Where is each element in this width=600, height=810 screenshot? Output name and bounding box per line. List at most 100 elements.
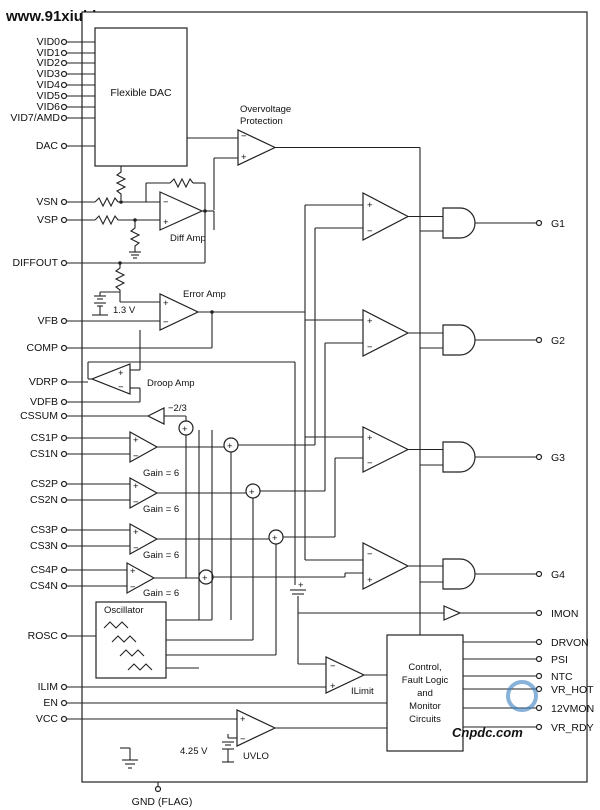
pin-label: DRVON: [551, 637, 589, 649]
vid-pin-label: VID0: [37, 36, 61, 48]
svg-text:+: +: [118, 368, 124, 379]
uvlo-label: UVLO: [243, 751, 269, 762]
pin-label: VDFB: [30, 396, 58, 408]
svg-text:−: −: [133, 497, 139, 508]
pin-label: CS2P: [31, 478, 58, 490]
gain-label: Gain = 6: [143, 504, 179, 515]
pin-g1: G1: [551, 218, 565, 230]
pin-vsn: VSN: [36, 196, 160, 208]
vid-pin-3: VID3: [37, 68, 95, 80]
vid-pin-1: VID1: [37, 47, 95, 59]
svg-text:+: +: [249, 487, 255, 498]
control-fault-logic-block: Control, Fault Logic and Monitor Circuit…: [386, 634, 464, 752]
error-amp-label: Error Amp: [183, 289, 226, 300]
svg-text:+: +: [133, 435, 139, 446]
dac-label: Flexible DAC: [110, 87, 172, 99]
ref-425v-label: 4.25 V: [180, 746, 208, 757]
svg-text:+: +: [330, 681, 336, 692]
vid-pin-4: VID4: [37, 79, 95, 91]
svg-text:+: +: [367, 200, 373, 211]
uvlo-comparator: + − UVLO 4.25 V: [180, 709, 387, 763]
ground-symbol: [120, 747, 138, 769]
ovp-label-2: Protection: [240, 116, 283, 127]
vid-pin-label: VID1: [37, 47, 61, 59]
control-line-2: Fault Logic: [402, 675, 449, 686]
svg-text:−: −: [367, 342, 373, 353]
pin-vfb: VFB: [38, 315, 160, 327]
pin-label: CS4P: [31, 564, 58, 576]
vid-pin-5: VID5: [37, 90, 95, 102]
gain-neg-label: −2/3: [168, 403, 187, 414]
pin-label: CSSUM: [20, 410, 58, 422]
pin-label: VDRP: [29, 376, 58, 388]
svg-text:−: −: [367, 458, 373, 469]
pin-label: CS4N: [30, 580, 58, 592]
pin-vsp: VSP: [37, 214, 160, 259]
and-gate-4: G4: [420, 558, 565, 590]
pin-label: VR_HOT: [551, 684, 594, 696]
svg-text:+: +: [133, 481, 139, 492]
pin-label: ILIM: [38, 681, 58, 693]
pin-label: VCC: [36, 713, 59, 725]
pin-diffout: DIFFOUT: [13, 211, 206, 303]
svg-text:+: +: [130, 566, 136, 577]
ilimit-label: ILimit: [351, 686, 374, 697]
svg-text:+: +: [240, 714, 246, 725]
pin-vr-hot: VR_HOT: [463, 684, 594, 696]
pin-label: CS3N: [30, 540, 58, 552]
pin-label: VSP: [37, 214, 58, 226]
vid-pin-label: VID3: [37, 68, 61, 80]
vid-pin-label: VID6: [37, 101, 61, 113]
overvoltage-protection: Overvoltage Protection − +: [187, 104, 420, 210]
svg-text:−: −: [163, 197, 169, 208]
svg-text:−: −: [367, 549, 373, 560]
pin-vcc: VCC: [36, 713, 237, 725]
pwm-comparator-2: + −: [305, 309, 443, 357]
pwm-comparator-1: + −: [305, 192, 443, 241]
diff-amp-label: Diff Amp: [170, 233, 206, 244]
svg-text:−: −: [118, 382, 124, 393]
pin-label: VFB: [38, 315, 58, 327]
cs-channel-4: CS4P CS4N + − Gain = 6 +: [30, 561, 363, 599]
vid-pin-6: VID6: [37, 101, 95, 113]
flexible-dac-block: Flexible DAC: [94, 27, 188, 167]
svg-text:+: +: [227, 441, 233, 452]
pin-drvon: DRVON: [463, 637, 589, 649]
pin-label: GND (FLAG): [132, 796, 193, 808]
pin-g3: G3: [551, 452, 565, 464]
and-gate-3: G3: [420, 441, 565, 473]
oscillator-block: Oscillator: [95, 601, 276, 679]
pin-gnd-flag: GND (FLAG): [132, 782, 193, 808]
svg-text:+: +: [298, 580, 304, 591]
pin-vr-rdy: VR_RDY: [463, 722, 594, 734]
pin-vdrp: VDRP: [29, 376, 88, 388]
svg-text:+: +: [182, 424, 188, 435]
svg-text:+: +: [367, 316, 373, 327]
gain-label: Gain = 6: [143, 468, 179, 479]
pin-label: CS1P: [31, 432, 58, 444]
ref-1v3-label: 1.3 V: [113, 305, 136, 316]
vid-pin-label: VID5: [37, 90, 61, 102]
ovp-label-1: Overvoltage: [240, 104, 291, 115]
vid-pin-label: VID2: [37, 57, 61, 69]
pin-label: VR_RDY: [551, 722, 594, 734]
pin-label: NTC: [551, 671, 573, 683]
cs-channel-3: CS3P CS3N + − Gain = 6 +: [30, 457, 363, 561]
pin-rosc: ROSC: [28, 630, 96, 642]
control-line-4: Monitor: [409, 701, 441, 712]
pwm-comparator-4: − +: [305, 542, 443, 590]
logo-text: Cnpdc.com: [452, 725, 523, 740]
pin-label: VSN: [36, 196, 58, 208]
pin-label: 12VMON: [551, 703, 594, 715]
pin-label: PSI: [551, 654, 568, 666]
vid-pin-7: VID7/AMD: [10, 112, 95, 124]
pin-imon: IMON: [551, 608, 578, 620]
svg-text:+: +: [202, 573, 208, 584]
pin-label: EN: [43, 697, 58, 709]
droop-amp: + − Droop Amp: [87, 330, 296, 585]
svg-text:−: −: [240, 734, 246, 745]
site-logo: Cnpdc.com: [452, 680, 538, 740]
svg-text:+: +: [272, 533, 278, 544]
vid-pin-0: VID0: [37, 36, 95, 48]
control-line-5: Circuits: [409, 714, 441, 725]
